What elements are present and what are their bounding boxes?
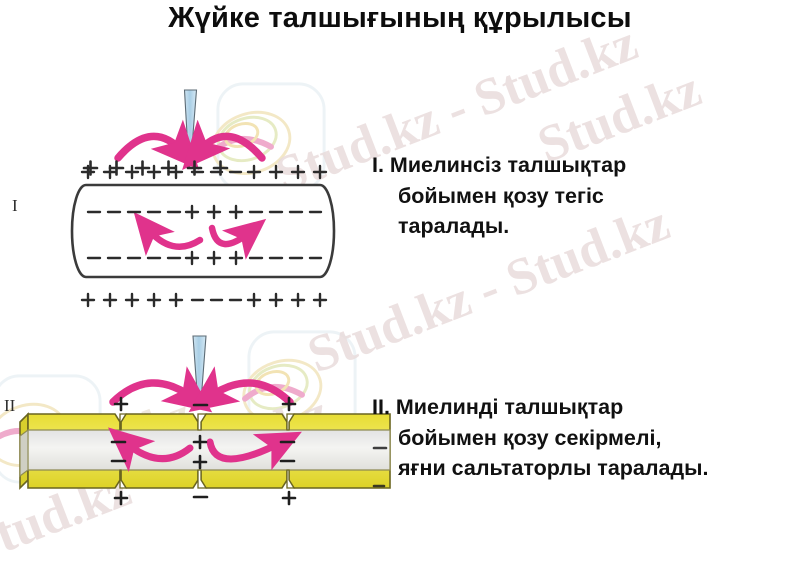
outer-left-arrow: [109, 366, 213, 413]
description-block-two: II. Миелинді талшықтар бойымен қозу секі…: [372, 392, 800, 484]
description-one-line-2: бойымен қозу тегіс: [398, 183, 604, 208]
description-one-line-1: I. Миелинсіз талшықтар: [372, 153, 627, 177]
inner-right-arrow: [208, 218, 267, 260]
inner-left-arrow: [107, 427, 194, 472]
section-label-two: II: [4, 396, 16, 415]
description-two-line-3: яғни сальтаторлы таралады.: [398, 456, 709, 481]
node-of-ranvier-gaps: [119, 413, 296, 489]
page-title: Жүйке талшығының құрылысы: [168, 2, 632, 34]
outer-right-arrow: [188, 366, 294, 413]
description-two-line-2: бойымен қозу секірмелі,: [398, 425, 662, 450]
node-left-charges: [110, 396, 129, 506]
description-block-one: I. Миелинсіз талшықтар бойымен қозу тегі…: [372, 150, 800, 242]
charge-outer-bottom-plus-left: [80, 292, 184, 308]
charge-outer-top-plus-right: [246, 164, 328, 180]
charge-outer-bottom-plus-right: [246, 292, 328, 308]
section-label-one: I: [12, 196, 18, 215]
charge-outer-top-plus: [80, 164, 184, 180]
inner-right-arrow: [206, 431, 302, 471]
charge-inner-top-plus: [184, 204, 244, 220]
description-one-line-3: таралады.: [398, 214, 510, 239]
outer-left-arrow: [114, 119, 200, 170]
charge-inner-bottom-plus: [184, 250, 244, 266]
diagram-myelinated-fiber: [0, 330, 400, 522]
node-far-right-charges: [372, 446, 388, 488]
axon-core: [19, 428, 391, 478]
node-center-charges: [192, 403, 209, 499]
description-two-line-1: II. Миелинді талшықтар: [372, 395, 624, 419]
diagram-unmyelinated-charges: [0, 80, 360, 320]
inner-left-arrow: [133, 212, 204, 257]
